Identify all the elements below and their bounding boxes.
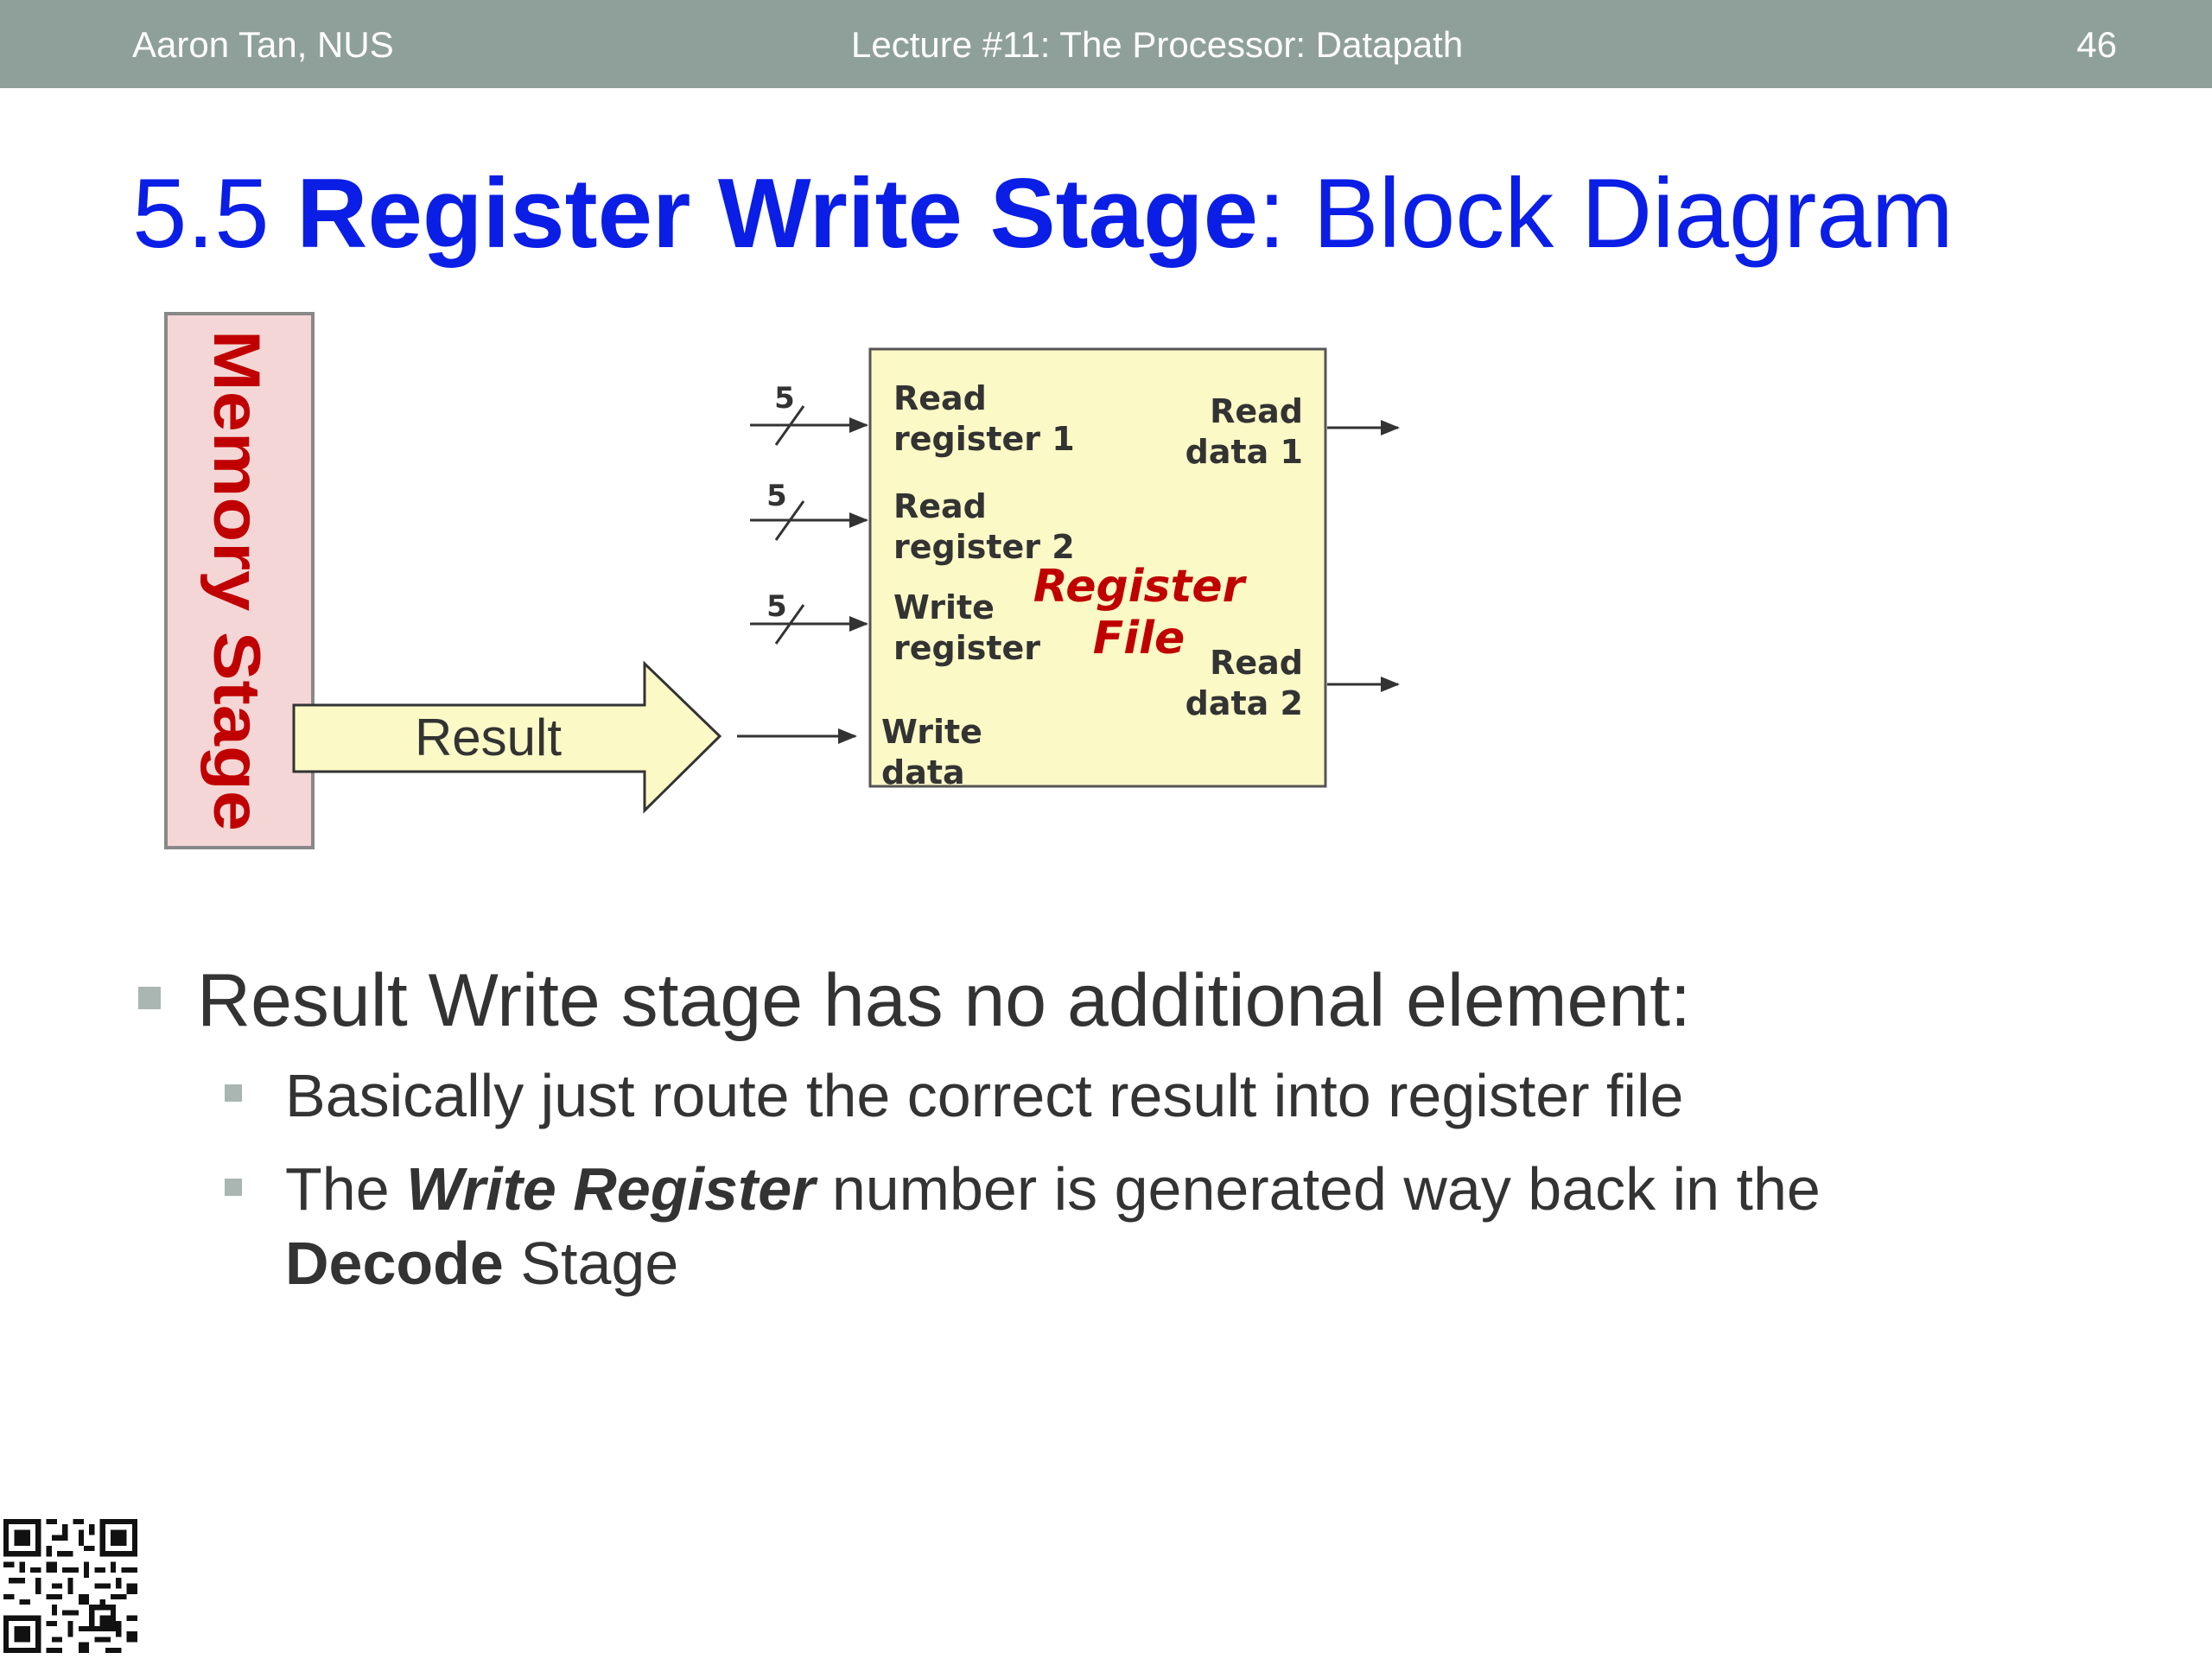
read-data-1-label-line2: data 1 [1185, 433, 1303, 471]
slide-header: Aaron Tan, NUS Lecture #11: The Processo… [0, 0, 2212, 88]
header-lecture-title: Lecture #11: The Processor: Datapath [851, 24, 1464, 65]
bullet-marker-1 [138, 987, 161, 1009]
bullet-level2-a: Basically just route the correct result … [285, 1062, 1684, 1129]
bullet-b-bold: Decode [285, 1230, 504, 1297]
bullet-b-text-1: The [285, 1155, 407, 1223]
read-register-2-label-line1: Read [893, 487, 987, 525]
read-register-1-label-line1: Read [893, 379, 987, 417]
bus-slash-2 [774, 500, 805, 541]
bus-width-1: 5 [774, 381, 795, 416]
write-register-label-line2: register [893, 629, 1040, 667]
bus-slash-1 [774, 405, 805, 446]
bus-width-3: 5 [766, 589, 787, 624]
read-data-2-label-line1: Read [1210, 644, 1303, 682]
read-data-2-label-line2: data 2 [1185, 684, 1303, 722]
register-file-label-line1: Register [1033, 561, 1248, 613]
title-bold: Register Write Stage [296, 159, 1259, 269]
bullet-marker-3 [225, 1179, 242, 1196]
write-data-label-line1: Write [881, 713, 982, 751]
bus-width-2: 5 [766, 479, 787, 513]
bullet-marker-2 [225, 1084, 242, 1102]
bullet-b-text-3: Stage [503, 1230, 679, 1297]
memory-stage-block [164, 312, 315, 849]
slide-title: 5.5 Register Write Stage: Block Diagram [132, 154, 1954, 275]
title-colon: : [1258, 159, 1286, 269]
bullet-b-text-2: number is generated way back in the [815, 1155, 1821, 1223]
result-label: Result [415, 709, 562, 766]
bus-slash-3 [774, 604, 805, 645]
write-register-label-line1: Write [893, 588, 995, 626]
memory-stage-label: Memory Stage [200, 330, 273, 831]
register-file-label-line2: File [1093, 613, 1185, 664]
write-data-label-line2: data [881, 753, 965, 791]
read-data-1-label-line1: Read [1210, 392, 1303, 430]
register-file-block [868, 347, 1327, 788]
read-register-1-label-line2: register 1 [893, 420, 1075, 458]
title-rest: Block Diagram [1313, 159, 1954, 269]
bullet-level1: Result Write stage has no additional ele… [197, 959, 1691, 1042]
qr-code [3, 1519, 137, 1653]
bullet-b-emphasis: Write Register [406, 1155, 816, 1223]
read-register-2-label-line2: register 2 [893, 528, 1075, 566]
header-author: Aaron Tan, NUS [132, 24, 394, 65]
title-number: 5.5 [132, 159, 270, 269]
result-arrow [292, 660, 722, 814]
bullet-level2-b: The Write Register number is generated w… [285, 1152, 1970, 1300]
header-page-number: 46 [2076, 24, 2117, 65]
